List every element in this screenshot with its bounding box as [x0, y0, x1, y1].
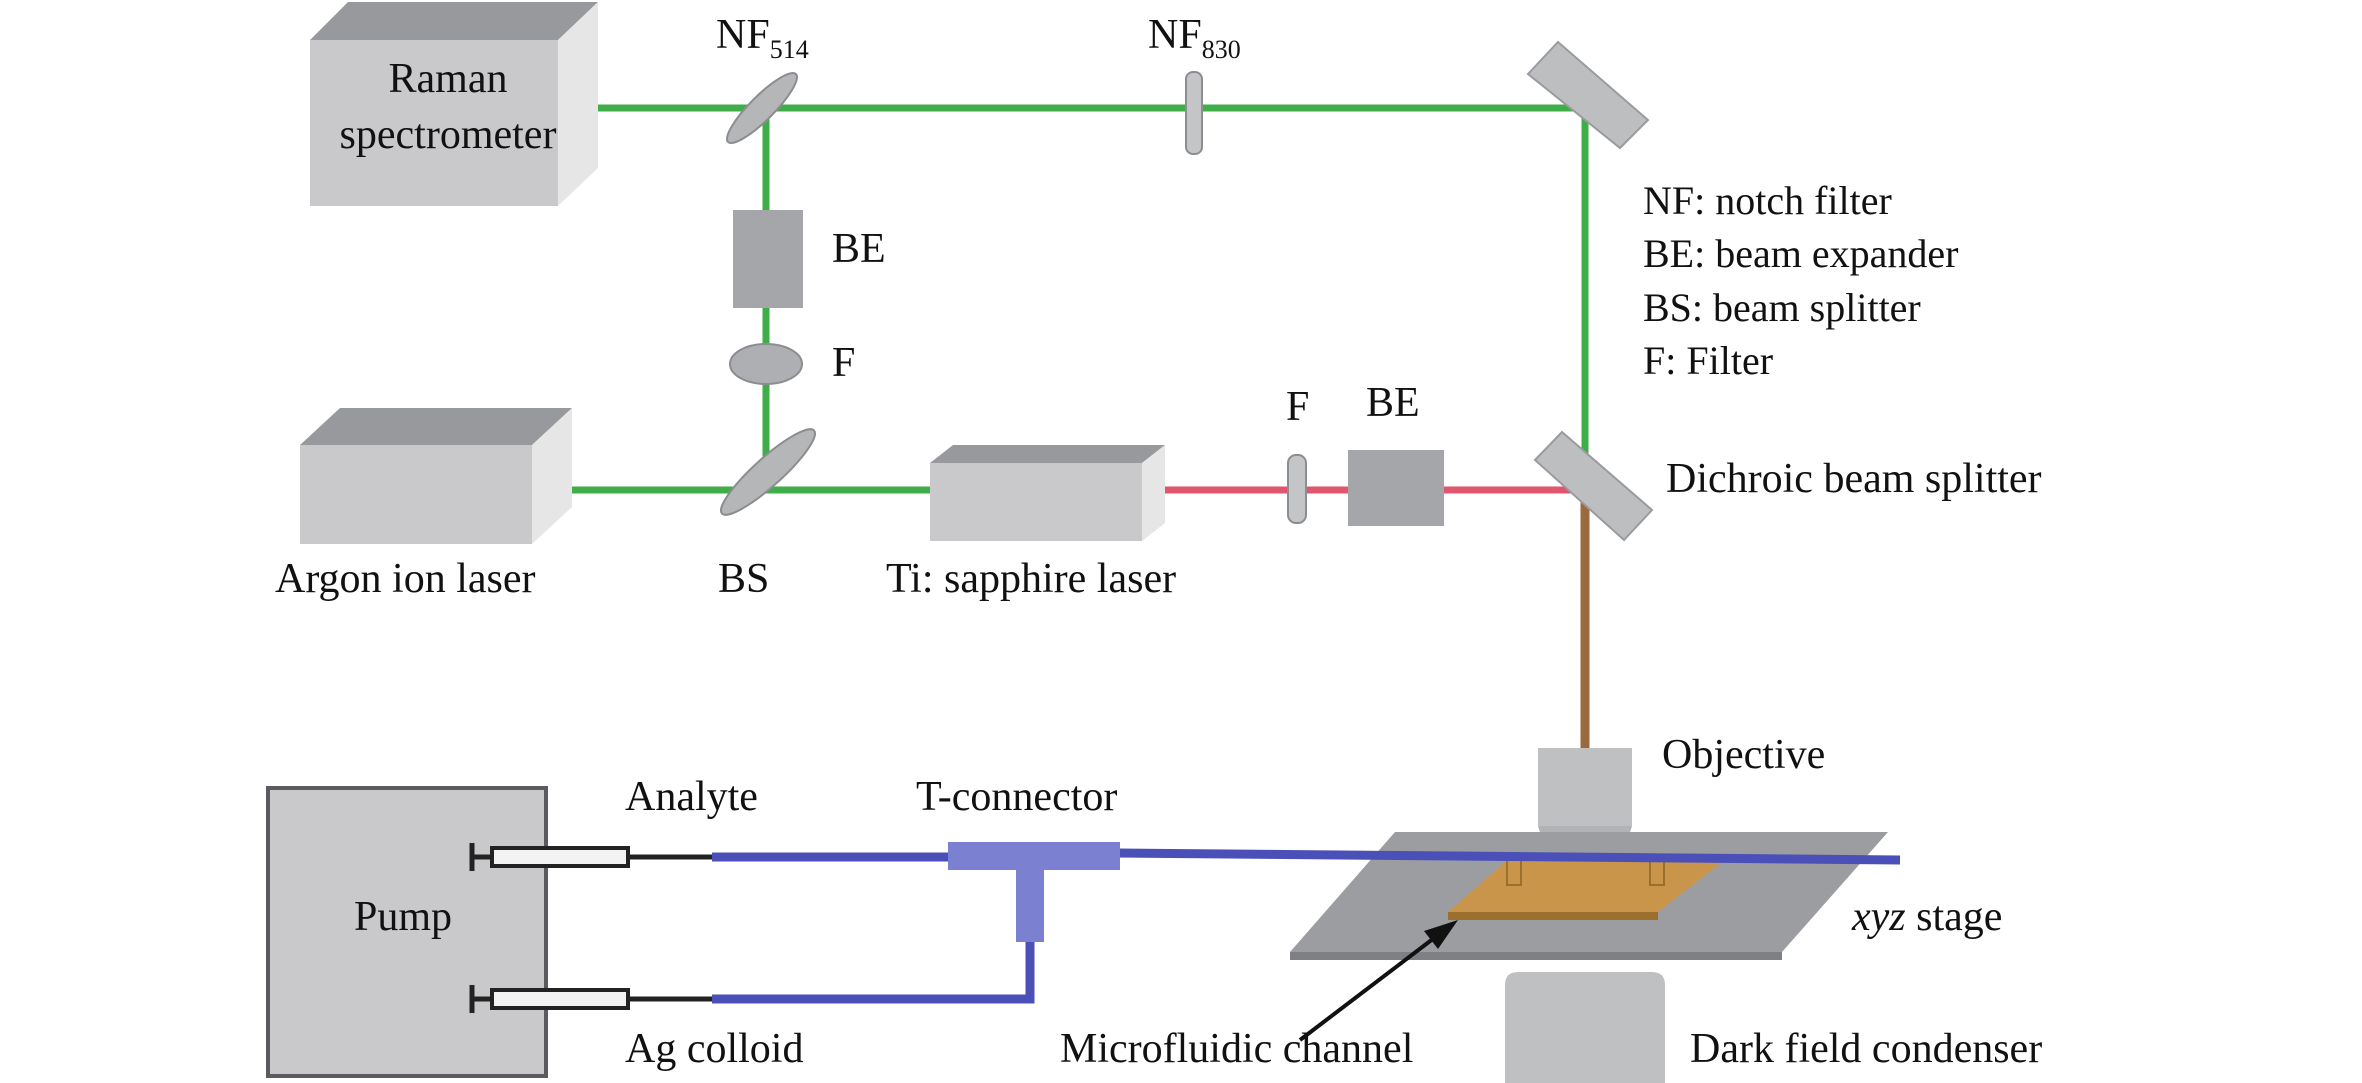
be-lower-label: BE — [1366, 380, 1420, 426]
bs-splitter — [719, 428, 817, 516]
microfluidic-channel-label: Microfluidic channel — [1060, 1026, 1413, 1072]
argon-ion-laser-box — [300, 408, 572, 544]
be-upper-block — [733, 210, 803, 308]
legend-bs: BS: beam splitter — [1643, 285, 1921, 330]
ag-colloid-label: Ag colloid — [625, 1026, 803, 1072]
green-beam-paths — [550, 104, 1589, 494]
syringe-analyte — [469, 843, 712, 871]
nf830-label: NF830 — [1148, 12, 1241, 64]
tubing — [712, 852, 1035, 1004]
nf514-label: NF514 — [716, 12, 809, 64]
t-connector-body — [948, 842, 1120, 942]
tubing-to-channel — [1117, 848, 1901, 865]
legend-f: F: Filter — [1643, 338, 1773, 383]
argon-ion-laser-label: Argon ion laser — [275, 556, 536, 602]
t-connector-label: T-connector — [916, 774, 1117, 820]
pump-label: Pump — [354, 894, 452, 940]
f-upper-label: F — [832, 340, 855, 386]
pump-box — [266, 786, 548, 1078]
raman-spectrometer-box — [310, 2, 598, 206]
microfluidic-channel-arrow — [1298, 920, 1458, 1042]
dichroic-mirror — [1533, 430, 1654, 542]
be-upper-label: BE — [832, 226, 886, 272]
analyte-label: Analyte — [625, 774, 758, 820]
f-upper-filter — [729, 343, 803, 385]
dichroic-beam-splitter-label: Dichroic beam splitter — [1666, 456, 2042, 502]
f-lower-label: F — [1286, 384, 1309, 430]
microfluidic-channel — [1448, 854, 1722, 920]
bs-label: BS — [718, 556, 769, 602]
xyz-stage-label: xyz stage — [1851, 894, 2002, 940]
legend-be: BE: beam expander — [1643, 231, 1958, 276]
legend-nf: NF: notch filter — [1643, 178, 1892, 223]
f-lower-filter — [1287, 454, 1307, 524]
objective-label: Objective — [1662, 732, 1825, 778]
raman-spectrometer-label-2: spectrometer — [340, 112, 557, 158]
dark-field-condenser — [1505, 972, 1665, 1083]
nf830-filter — [1185, 71, 1203, 155]
dark-field-condenser-label: Dark field condenser — [1690, 1026, 2042, 1072]
mirror-top-right — [1526, 40, 1650, 150]
syringe-ag-colloid — [469, 985, 712, 1013]
be-lower-block — [1348, 450, 1444, 526]
nf514-filter — [726, 72, 798, 144]
ti-sapphire-laser-label: Ti: sapphire laser — [886, 556, 1176, 602]
raman-spectrometer-label-1: Raman — [389, 56, 508, 102]
ti-sapphire-laser-box — [930, 445, 1165, 541]
